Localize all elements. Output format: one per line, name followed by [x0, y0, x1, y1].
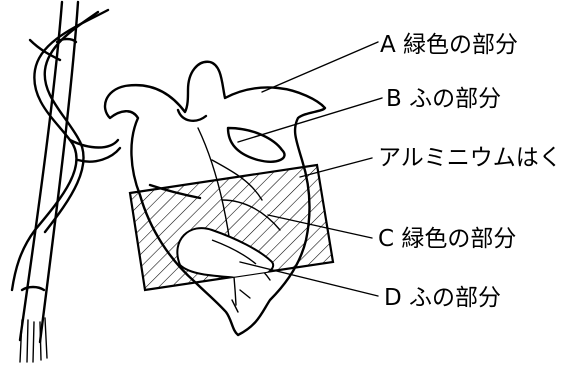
aluminum-foil	[128, 163, 335, 292]
leader-lines	[237, 41, 383, 297]
label-d-white-part: D ふの部分	[384, 285, 501, 311]
label-c-green-part: C 緑色の部分	[378, 226, 516, 252]
label-b-white-part: B ふの部分	[386, 86, 501, 112]
vine-stem	[10, 8, 122, 292]
label-aluminum-foil: アルミニウムはく	[378, 145, 562, 171]
label-a-green-part: A 緑色の部分	[380, 32, 518, 58]
